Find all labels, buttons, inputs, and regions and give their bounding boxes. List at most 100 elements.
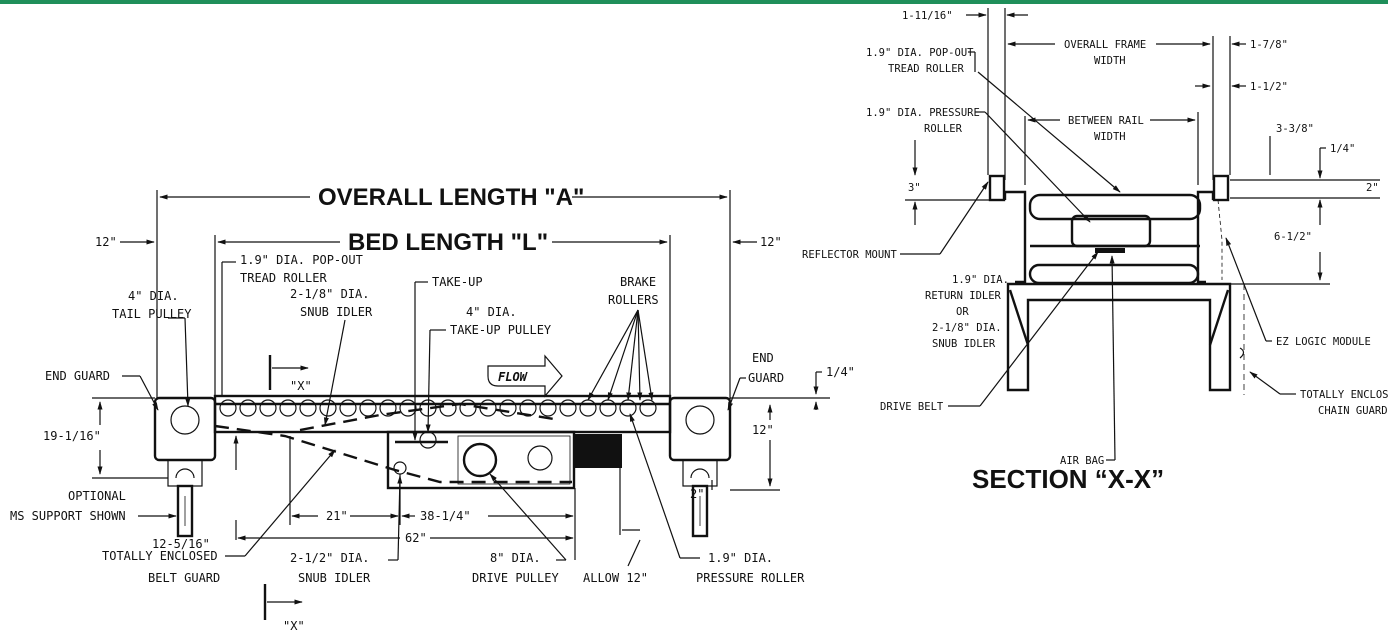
sec-reflector-leader [939, 181, 989, 255]
drive-housing [386, 430, 576, 490]
flow-label: FLOW [498, 370, 529, 384]
belt-path-dashed [214, 424, 572, 484]
motor-block [574, 434, 622, 468]
dim-12-height: 12" [752, 423, 774, 437]
snub-idler-leader [323, 319, 346, 426]
sec-dim-1-7-8: 1-7/8" [1250, 39, 1288, 51]
end-guard-right-leader [727, 377, 741, 411]
sec-dim-quarter: 1/4" [1330, 143, 1355, 155]
brake-rollers-label-2: ROLLERS [608, 293, 659, 307]
section-return-idler [1028, 263, 1200, 285]
dim-19-1-16: 19-1/16" [43, 429, 101, 443]
sec-ez-logic: EZ LOGIC MODULE [1276, 336, 1371, 348]
drive-pulley-label-2: DRIVE PULLEY [472, 571, 559, 585]
sec-between-rail-1: BETWEEN RAIL [1068, 115, 1144, 127]
snub-idler-label-1: 2-1/8" DIA. [290, 287, 369, 301]
belt-guard-label-2: BELT GUARD [148, 571, 220, 585]
section-mark-bottom-label: "X" [283, 619, 305, 633]
section-title: SECTION “X-X” [972, 464, 1164, 494]
brake-rollers-leaders [587, 309, 654, 401]
sec-chain-guard-2: CHAIN GUARD [1318, 405, 1388, 417]
sec-pop-out-2: TREAD ROLLER [888, 63, 965, 75]
sec-return-idler-5: SNUB IDLER [932, 338, 996, 350]
sec-air-bag: AIR BAG [1060, 455, 1104, 467]
take-up-pulley-leader-v [425, 329, 431, 433]
sec-dim-1-11-16: 1-11/16" [902, 10, 953, 22]
section-mark-top-label: "X" [290, 379, 312, 393]
snub-idler-small [393, 461, 407, 475]
snub-idler-label-2: SNUB IDLER [300, 305, 373, 319]
pop-out-label-2: TREAD ROLLER [240, 271, 327, 285]
tail-pulley-label-1: 4" DIA. [128, 289, 179, 303]
tail-pulley [170, 405, 200, 435]
pressure-roller-wheel [527, 445, 553, 471]
belt-return-dashed [299, 402, 561, 432]
pressure-roller-label-2: PRESSURE ROLLER [696, 571, 805, 585]
drive-inner-housing [457, 435, 571, 485]
sec-pop-out-1: 1.9" DIA. POP-OUT [866, 47, 974, 59]
end-guard-right-label-1: END [752, 351, 774, 365]
sec-chain-guard-leader [1249, 371, 1281, 395]
end-guard-left [153, 396, 217, 462]
sec-dim-3-3-8: 3-3/8" [1276, 123, 1314, 135]
drive-pulley-label-1: 8" DIA. [490, 551, 541, 565]
optional-label-1: OPTIONAL [68, 489, 126, 503]
brake-rollers-label-1: BRAKE [620, 275, 656, 289]
allow-leader [627, 539, 641, 567]
drive-pulley [462, 442, 498, 478]
sec-dim-6-1-2: 6-1/2" [1274, 231, 1312, 243]
ms-support-right [682, 459, 718, 538]
sec-ez-leader [1225, 237, 1267, 342]
sec-pop-out-leader [977, 71, 1121, 193]
drive-pulley-leader [489, 473, 567, 561]
sec-return-idler-1: 1.9" DIA. [952, 274, 1009, 286]
dim-12-right: 12" [760, 235, 782, 249]
take-up-label: TAKE-UP [432, 275, 483, 289]
sec-pressure-2: ROLLER [924, 123, 963, 135]
end-guard-left-label: END GUARD [45, 369, 110, 383]
sec-dim-1-1-2: 1-1/2" [1250, 81, 1288, 93]
sec-between-rail-2: WIDTH [1094, 131, 1126, 143]
section-mark-bottom: "X" [263, 584, 305, 633]
take-up-pulley [419, 431, 437, 449]
snub-2-1-2-label-1: 2-1/2" DIA. [290, 551, 369, 565]
sec-air-bag-leader [1109, 255, 1116, 461]
ms-support-left [167, 459, 203, 538]
take-up-pulley-label-1: 4" DIA. [466, 305, 517, 319]
pressure-roller-leader [629, 413, 681, 559]
allow-12-label: ALLOW 12" [583, 571, 648, 585]
flow-arrow: FLOW [487, 354, 563, 398]
optional-label-2: MS SUPPORT SHOWN [10, 509, 126, 523]
tail-pulley-leader-v [184, 317, 191, 407]
head-end-pulley [685, 405, 715, 435]
dim-62: 62" [405, 531, 427, 545]
dim-38-1-4: 38-1/4" [420, 509, 471, 523]
sec-return-idler-2: RETURN IDLER [925, 290, 1002, 302]
sec-overall-frame-1: OVERALL FRAME [1064, 39, 1146, 51]
belt-guard-label-1: TOTALLY ENCLOSED [102, 549, 218, 563]
sec-drive-belt: DRIVE BELT [880, 401, 944, 413]
sec-pressure-1: 1.9" DIA. PRESSURE [866, 107, 980, 119]
end-guard-right-label-2: GUARD [748, 371, 784, 385]
sec-drive-belt-leader [979, 251, 1099, 407]
pop-out-label-1: 1.9" DIA. POP-OUT [240, 253, 363, 267]
section-pressure-roller [1070, 214, 1152, 248]
side-view: OVERALL LENGTH "A" BED LENGTH "L" 12" 12… [10, 184, 855, 633]
section-view: 1-11/16" OVERALL FRAME WIDTH 1-7/8" 1.9"… [802, 8, 1388, 494]
sec-reflector-mount: REFLECTOR MOUNT [802, 249, 898, 261]
section-tread-roller [1028, 193, 1202, 221]
dim-12-left: 12" [95, 235, 117, 249]
snub-2-1-2-label-2: SNUB IDLER [298, 571, 371, 585]
top-accent-bar [0, 0, 1388, 4]
end-guard-left-leader [139, 375, 159, 411]
pressure-roller-label-1: 1.9" DIA. [708, 551, 773, 565]
end-guard-right [668, 396, 732, 462]
sec-chain-guard-1: TOTALLY ENCLOSED [1300, 389, 1388, 401]
sec-overall-frame-2: WIDTH [1094, 55, 1126, 67]
overall-length-label: OVERALL LENGTH "A" [318, 184, 584, 211]
take-up-pulley-label-2: TAKE-UP PULLEY [450, 323, 552, 337]
sec-dim-3: 3" [908, 182, 921, 194]
dim-21: 21" [326, 509, 348, 523]
dim-12-5-16: 12-5/16" [152, 537, 210, 551]
